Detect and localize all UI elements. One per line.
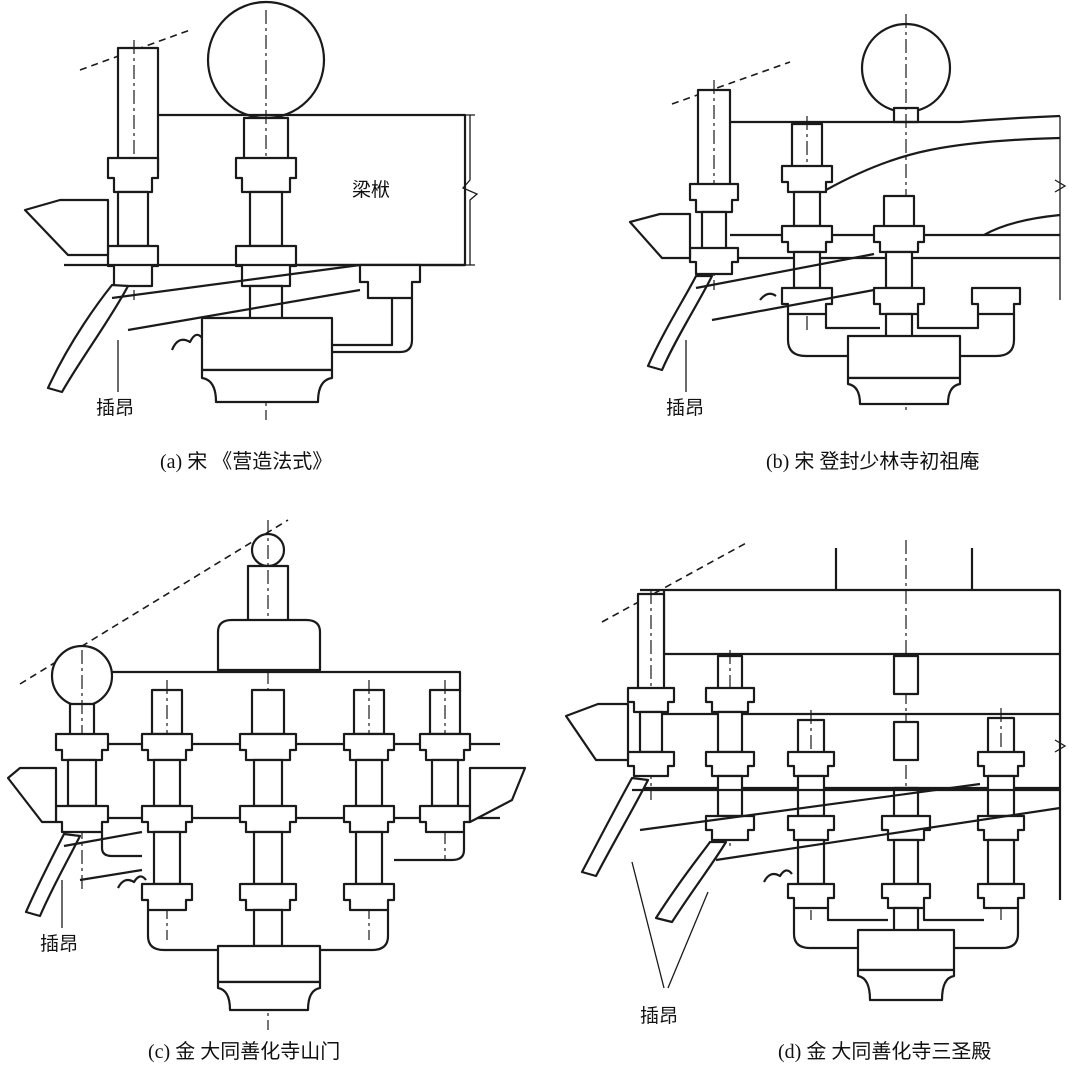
eave-wedge — [564, 702, 630, 762]
ludou-base — [216, 980, 322, 1012]
panel-a: 梁栿 插昂 (a) 宋 《营造法式》 — [23, 0, 479, 473]
panel-b: 插昂 (b) 宋 登封少林寺初祖庵 — [628, 14, 1067, 473]
eave-left — [6, 766, 58, 824]
bracket-col-2 — [140, 680, 194, 940]
ang-label: 插昂 — [666, 397, 704, 419]
eave-wedge — [628, 212, 692, 260]
ludou-base — [856, 968, 956, 1002]
cha-ang — [24, 832, 82, 918]
ang-label: 插昂 — [96, 397, 134, 419]
cha-ang — [646, 274, 714, 372]
panel-c: 插昂 (c) 金 大同善化寺山门 — [6, 519, 527, 1063]
cha-ang-1 — [580, 776, 650, 878]
bracket-col-4 — [342, 680, 396, 940]
bracket-col-1 — [54, 732, 110, 834]
beam-liangfu — [158, 113, 467, 267]
caption-d: (d) 金 大同善化寺三圣殿 — [778, 1040, 991, 1063]
bracket-col-3 — [238, 688, 298, 948]
rafter-post — [116, 46, 160, 172]
eave-right — [468, 766, 527, 824]
ludou-base — [200, 368, 334, 404]
ang-label: 插昂 — [40, 933, 78, 955]
roof-slope-line — [601, 541, 749, 623]
cha-ang — [46, 283, 130, 394]
roof-slope-line — [79, 29, 191, 71]
caption-c: (c) 金 大同善化寺山门 — [148, 1040, 340, 1063]
ang-label: 插昂 — [640, 1005, 678, 1027]
cha-ang-2 — [654, 840, 728, 924]
ludou-base — [846, 376, 962, 406]
bracket-col-5 — [418, 680, 472, 860]
panel-d: 插昂 (d) 金 大同善化寺三圣殿 — [564, 540, 1067, 1063]
eave-wedge — [23, 198, 110, 257]
beam-label: 梁栿 — [352, 179, 390, 201]
caption-b: (b) 宋 登封少林寺初祖庵 — [766, 450, 979, 473]
roof-slope-line — [671, 61, 791, 105]
caption-a: (a) 宋 《营造法式》 — [160, 450, 332, 473]
